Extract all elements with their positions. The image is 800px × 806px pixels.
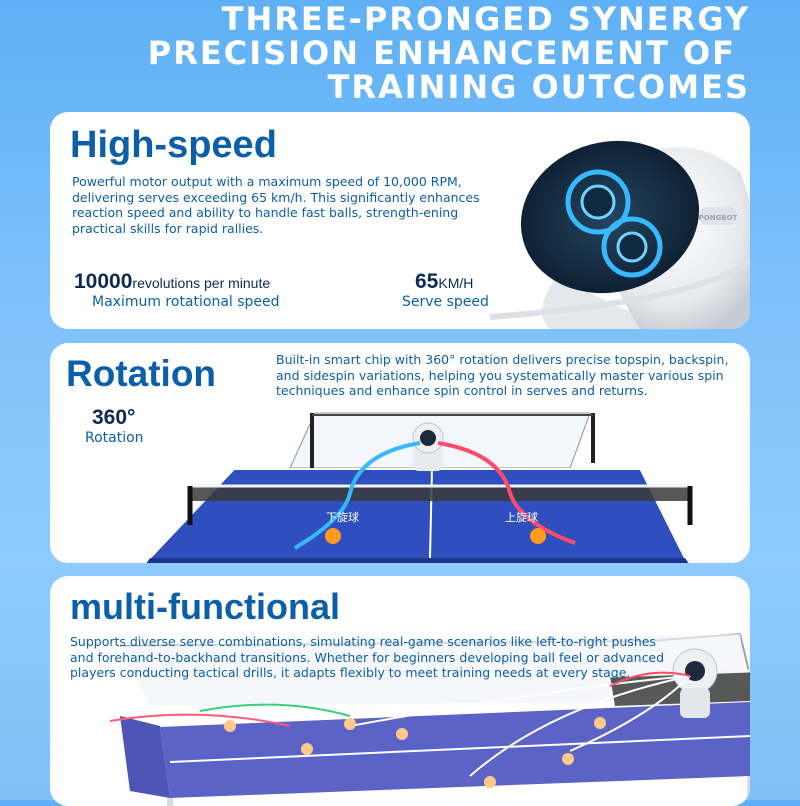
high-speed-device-illustration: PONGBOT bbox=[490, 140, 750, 329]
table-label-topspin: 上旋球 bbox=[505, 510, 538, 524]
high-speed-description: Powerful motor output with a maximum spe… bbox=[72, 174, 480, 236]
stat-serve-speed-label: Serve speed bbox=[402, 294, 489, 310]
stat-rpm-label: Maximum rotational speed bbox=[92, 294, 280, 310]
high-speed-title: High-speed bbox=[70, 124, 277, 166]
header-line-1: THREE-PRONGED SYNERGY bbox=[221, 0, 750, 38]
stat-serve-speed-value: 65 bbox=[415, 270, 439, 293]
multi-functional-description: Supports diverse serve combinations, sim… bbox=[70, 634, 665, 680]
stat-rpm: 10000revolutions per minute bbox=[74, 270, 270, 294]
table-label-backspin: 下旋球 bbox=[326, 510, 359, 524]
device-logo: PONGBOT bbox=[699, 214, 738, 222]
header-line-3: TRAINING OUTCOMES bbox=[327, 68, 750, 106]
multi-functional-card: multi-functional Supports diverse serve … bbox=[50, 576, 750, 806]
multi-functional-title: multi-functional bbox=[70, 586, 340, 627]
high-speed-card: PONGBOT High-speed Powerful motor output… bbox=[50, 112, 750, 329]
stat-serve-speed-unit: KM/H bbox=[438, 275, 474, 291]
rotation-table-illustration: 下旋球 上旋球 bbox=[146, 412, 693, 563]
stat-serve-speed: 65KM/H bbox=[415, 270, 473, 294]
stat-rpm-unit: revolutions per minute bbox=[132, 275, 271, 291]
stat-rotation-value: 360° bbox=[92, 406, 136, 429]
rotation-description: Built-in smart chip with 360° rotation d… bbox=[276, 352, 729, 398]
rotation-card: 下旋球 上旋球 Rotation Built-in smart chip wit… bbox=[50, 343, 750, 563]
rotation-title: Rotation bbox=[66, 353, 217, 394]
stat-rpm-value: 10000 bbox=[74, 270, 133, 293]
header-line-2: PRECISION ENHANCEMENT OF bbox=[147, 34, 736, 72]
page-header: THREE-PRONGED SYNERGY PRECISION ENHANCEM… bbox=[0, 0, 800, 105]
multi-table-illustration bbox=[109, 633, 750, 806]
stat-rotation-label: Rotation bbox=[85, 430, 144, 446]
